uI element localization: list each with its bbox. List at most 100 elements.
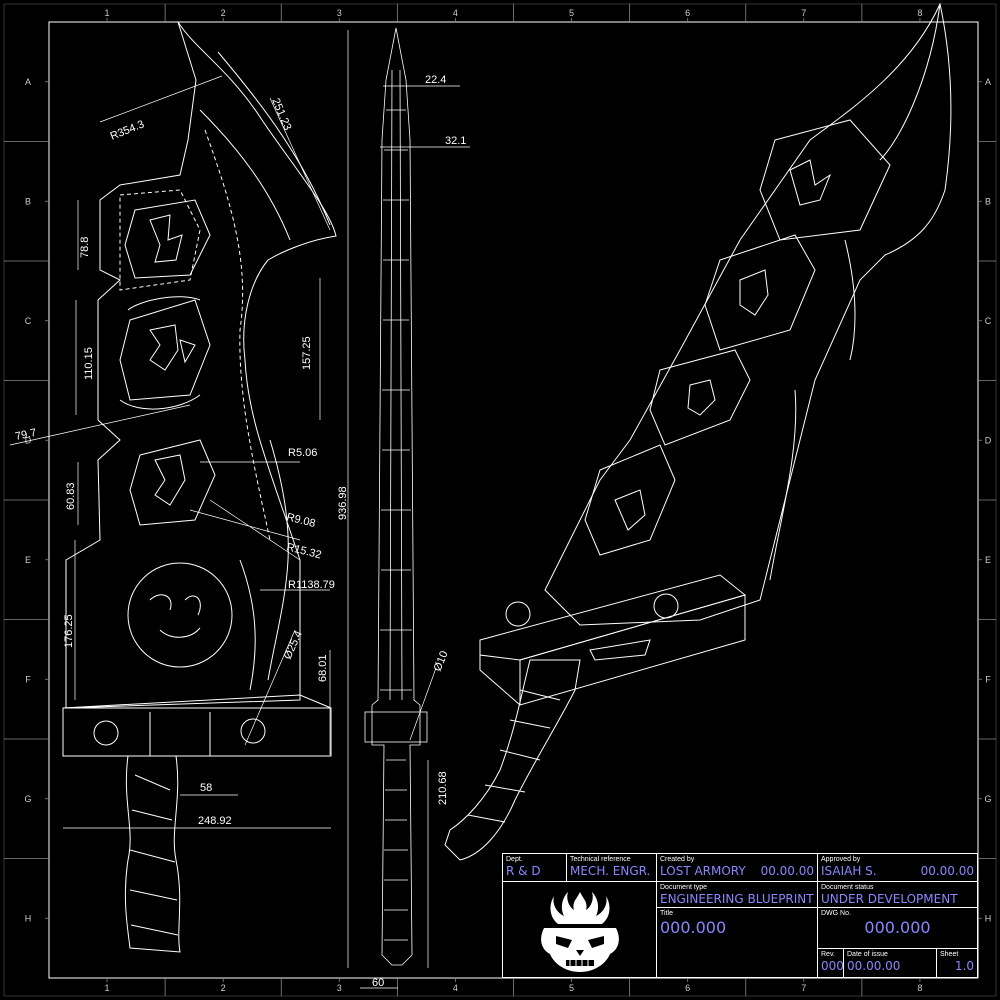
techref-label: Technical reference — [570, 856, 631, 863]
dim-r354: R354.3 — [109, 118, 146, 142]
dept-cell: Dept. R & D — [503, 854, 567, 882]
dwg-cell: DWG No. 000.000 — [818, 908, 977, 949]
grid-row-label-left: C — [25, 316, 32, 326]
grid-row-label-right: C — [985, 316, 992, 326]
dimension-labels: R354.3 251.23 22.4 32.1 78.8 110.15 157.… — [14, 74, 466, 989]
doctype-cell: Document type ENGINEERING BLUEPRINT — [657, 882, 818, 908]
title-cell: Title 000.000 — [657, 908, 818, 977]
title-block: Dept. R & D Technical reference MECH. EN… — [502, 853, 978, 978]
grid-col-label-bottom: 3 — [337, 983, 342, 993]
approved-value: ISAIAH S. — [821, 864, 877, 878]
grid-row-label-left: G — [24, 794, 31, 804]
dim-r9: R9.08 — [285, 511, 316, 530]
grid-col-label-bottom: 4 — [453, 983, 458, 993]
grid-row-label-left: E — [25, 555, 31, 565]
title-value: 000.000 — [660, 918, 727, 937]
dim-d10: Ø10 — [432, 649, 451, 673]
approved-date: 00.00.00 — [920, 864, 974, 878]
grid-col-label-top: 3 — [337, 8, 342, 18]
grid-col-label-top: 1 — [105, 8, 110, 18]
dept-label: Dept. — [506, 856, 523, 863]
front-view — [364, 27, 428, 966]
grid-row-label-left: H — [25, 913, 32, 923]
demon-skull-logo-icon — [541, 892, 619, 972]
front-view-dimension-lines — [347, 30, 470, 989]
techref-cell: Technical reference MECH. ENGR. — [567, 854, 657, 882]
sheet-label: Sheet — [940, 951, 959, 958]
dim-w22: 22.4 — [425, 74, 446, 86]
side-view-dimension-lines — [9, 75, 331, 829]
grid-col-label-bottom: 2 — [221, 983, 226, 993]
created-date: 00.00.00 — [760, 864, 814, 878]
rev-value: 000 — [821, 959, 844, 973]
issue-label: Date of issue — [847, 951, 888, 958]
docstatus-value: UNDER DEVELOPMENT — [821, 892, 958, 906]
dim-d25: Ø25.4 — [282, 629, 305, 661]
isometric-view — [444, 2, 952, 861]
dim-h60: 60.83 — [65, 482, 77, 510]
docstatus-label: Document status — [821, 884, 874, 891]
grid-col-label-bottom: 8 — [917, 983, 922, 993]
dwg-value: 000.000 — [864, 918, 931, 937]
dim-total: 936.98 — [337, 486, 349, 520]
grid-col-label-bottom: 6 — [685, 983, 690, 993]
grid-row-label-left: D — [25, 435, 32, 445]
grid-row-label-left: A — [25, 77, 31, 87]
grid-ticks — [4, 4, 996, 996]
doctype-value: ENGINEERING BLUEPRINT — [660, 892, 814, 906]
sheet-cell: Sheet 1.0 — [937, 949, 977, 977]
grid-row-label-right: G — [984, 794, 991, 804]
grid-row-label-right: F — [985, 674, 991, 684]
dim-h110: 110.15 — [83, 347, 95, 380]
dim-r15: R15.32 — [285, 541, 322, 561]
grid-row-label-right: E — [985, 555, 991, 565]
grid-col-label-top: 7 — [801, 8, 806, 18]
dim-h210: 210.68 — [437, 771, 449, 805]
dim-w60: 60 — [372, 977, 384, 989]
dim-r5: R5.06 — [288, 447, 317, 459]
dept-value: R & D — [506, 864, 541, 878]
grid-col-label-bottom: 5 — [569, 983, 574, 993]
dim-w58: 58 — [200, 782, 212, 794]
issue-value: 00.00.00 — [847, 959, 901, 973]
title-label: Title — [660, 910, 673, 917]
rev-cell: Rev. 000 — [818, 949, 844, 977]
grid-row-label-left: F — [25, 674, 31, 684]
grid-col-label-top: 6 — [685, 8, 690, 18]
docstatus-cell: Document status UNDER DEVELOPMENT — [818, 882, 977, 908]
grid-col-label-top: 4 — [453, 8, 458, 18]
approved-label: Approved by — [821, 856, 861, 863]
outer-border — [3, 3, 997, 997]
grid-col-label-bottom: 1 — [105, 983, 110, 993]
created-value: LOST ARMORY — [660, 864, 746, 878]
dim-r1138: R1138.79 — [288, 579, 335, 591]
rev-label: Rev. — [821, 951, 835, 958]
grid-col-label-bottom: 7 — [801, 983, 806, 993]
dwg-label: DWG No. — [821, 910, 851, 917]
dim-a79: 79.7 — [14, 427, 37, 443]
dim-h157: 157.25 — [301, 336, 313, 370]
side-view — [62, 21, 337, 953]
sheet-value: 1.0 — [954, 959, 974, 973]
grid-row-label-right: A — [985, 77, 991, 87]
issue-cell: Date of issue 00.00.00 — [844, 949, 937, 977]
grid-col-label-top: 2 — [221, 8, 226, 18]
dim-h176: 176.25 — [63, 614, 75, 648]
grid-row-label-left: B — [25, 196, 31, 206]
grid-col-label-top: 5 — [569, 8, 574, 18]
dim-len251: 251.23 — [269, 96, 293, 132]
grid-col-label-top: 8 — [917, 8, 922, 18]
dim-h68: 68.01 — [317, 654, 329, 682]
grid-row-label-right: D — [985, 435, 992, 445]
dim-h78: 78.8 — [79, 237, 91, 258]
approved-cell: Approved by ISAIAH S. 00.00.00 — [818, 854, 977, 882]
logo-cell — [503, 882, 657, 977]
dim-w248: 248.92 — [198, 815, 232, 827]
inner-border — [48, 21, 979, 979]
grid-row-label-right: B — [985, 196, 991, 206]
techref-value: MECH. ENGR. — [570, 864, 651, 878]
doctype-label: Document type — [660, 884, 708, 891]
grid-row-label-right: H — [985, 913, 992, 923]
